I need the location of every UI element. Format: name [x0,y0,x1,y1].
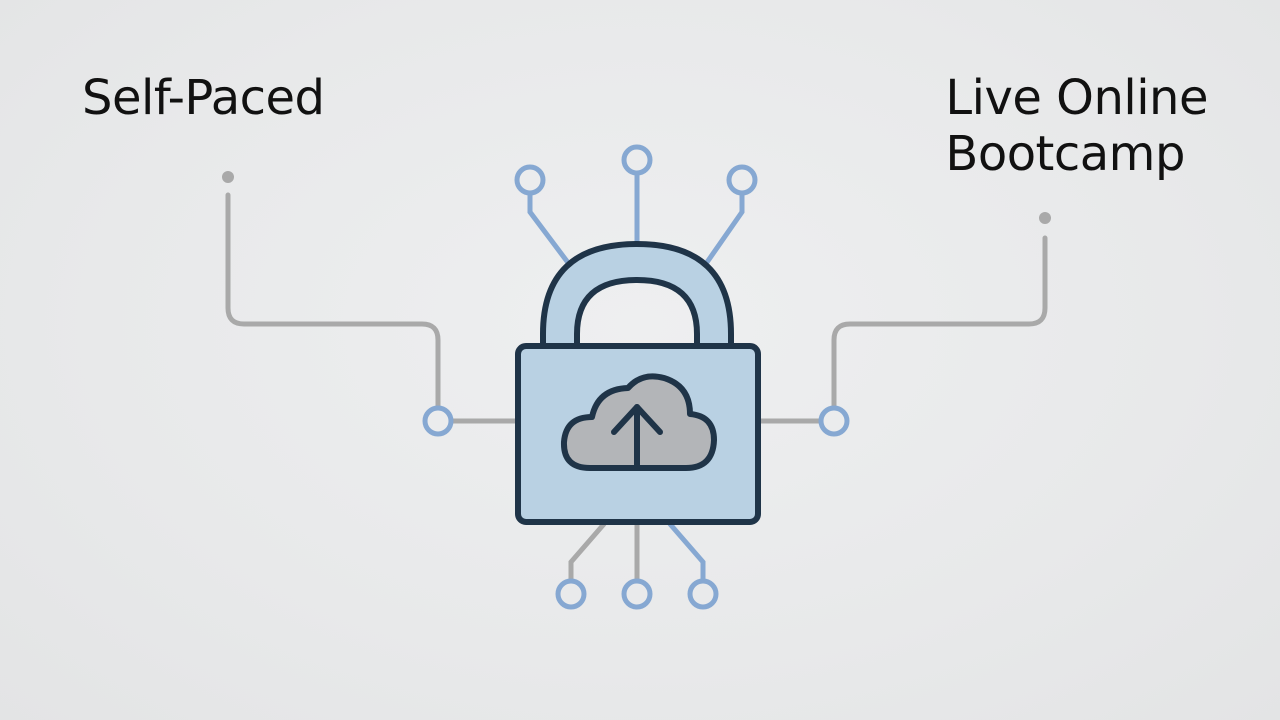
top-left-trace [527,191,575,271]
right-node-circle [818,405,850,437]
bottom-right-node [687,578,719,610]
left-node-circle [422,405,454,437]
bootcamp-line: Bootcamp [945,126,1185,182]
right-connector [760,212,1051,437]
bottom-left-node [555,578,587,610]
bottom-left-trace [568,521,607,583]
self-paced-label: Self-Paced [82,70,325,126]
top-right-node [726,164,758,196]
padlock-cloud-upload-icon [515,241,761,525]
top-circuit-traces [514,144,758,271]
bottom-center-node [621,578,653,610]
bottom-circuit-traces [555,521,719,610]
padlock-shackle [540,241,734,349]
right-connector-endpoint [1039,212,1051,224]
upload-arrow-head [611,404,663,435]
bottom-right-trace [667,521,706,583]
left-connector [222,171,518,437]
right-connector-line [831,235,1048,409]
left-connector-line [225,192,441,409]
live-online-bootcamp-label: Live Online Bootcamp [945,70,1208,182]
live-online-line: Live Online [945,70,1208,126]
top-left-node [514,164,546,196]
top-right-trace [700,191,745,271]
left-connector-endpoint [222,171,234,183]
top-center-node [621,144,653,176]
